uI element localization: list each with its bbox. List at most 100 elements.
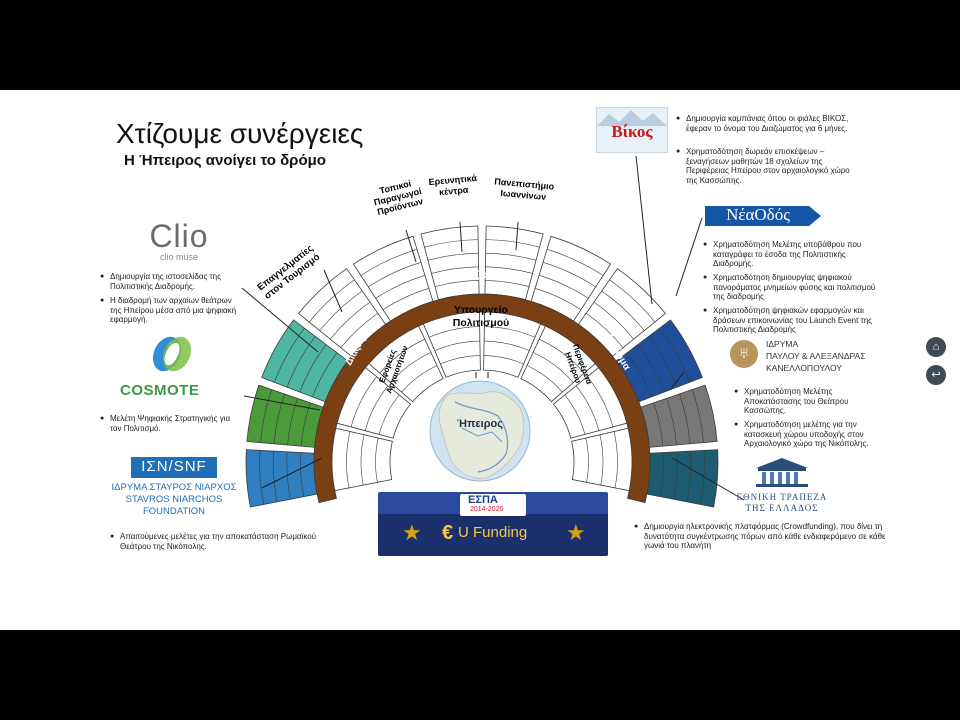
upper-seat-row xyxy=(485,280,530,287)
upper-seat-row xyxy=(637,344,665,393)
nbg-logo-line2: ΤΗΣ ΕΛΛΑΔΟΣ xyxy=(745,503,819,513)
upper-seat-row xyxy=(368,262,422,288)
lower-seat-row xyxy=(346,431,351,488)
lower-seat-row xyxy=(390,352,431,383)
kanellopoulos-logo-line1: ΙΔΡΥΜΑ xyxy=(766,339,799,349)
theatre-seating xyxy=(245,225,719,508)
upper-seat-row xyxy=(659,452,664,497)
neaodos-bullet-1: Χρηματοδότηση Μελέτης υποβάθρου που κατα… xyxy=(703,240,883,269)
upper-seat-row xyxy=(340,312,379,348)
back-icon[interactable]: ↩ xyxy=(926,365,946,385)
espa-banner: ΕΣΠΑ 2014-2020 ★ ★ € U Funding xyxy=(378,492,608,556)
upper-seat-row xyxy=(375,275,426,299)
upper-seat-row xyxy=(434,280,479,287)
upper-seat-row xyxy=(538,275,589,299)
lower-seat-row xyxy=(599,434,604,486)
lower-seat-row xyxy=(378,394,400,435)
upper-seat-row xyxy=(308,279,355,323)
section-label-tourism: Επαγγελματίεςστον Τουρισμό xyxy=(255,243,322,302)
snf-logo-text: ΙΣΝ/SNF xyxy=(141,458,207,475)
lower-seat-row xyxy=(564,394,586,435)
neaodos-logo-text: ΝέαΟδός xyxy=(726,205,790,224)
espa-logo-text: ΕΣΠΑ xyxy=(468,494,498,506)
section-label-research-line1: Ερευνητικά xyxy=(428,173,478,187)
clio-logo-sub: clio muse xyxy=(159,252,198,262)
lower-seating-wedge xyxy=(571,427,633,492)
clio-bullet-1: Δημιουργία της ιστοσελίδας της Πολιτιστι… xyxy=(100,272,238,291)
lower-seating-wedge xyxy=(336,367,412,439)
snf-logo-box xyxy=(131,457,217,478)
snf-logo-line3: FOUNDATION xyxy=(142,506,206,517)
lower-seating-wedge xyxy=(331,427,393,492)
snf-logo-line1: ΙΔΡΥΜΑ ΣΤΑΥΡΟΣ ΝΙΑΡΧΟΣ xyxy=(111,482,237,493)
upper-seat-row xyxy=(673,451,678,500)
connector-tourism xyxy=(323,269,343,313)
upper-seat-row xyxy=(626,352,652,398)
espa-years: 2014-2020 xyxy=(470,506,504,513)
lower-seating-wedge xyxy=(552,367,628,439)
nbg-building-icon xyxy=(756,458,808,487)
lower-seat-row xyxy=(434,340,480,351)
snf-logo-line2: STAVROS NIARCHOS xyxy=(125,494,223,505)
upper-seat-row xyxy=(272,451,278,502)
upper-seat-row xyxy=(546,249,604,276)
clio-logo: Clio clio muse xyxy=(138,220,220,262)
upper-seat-row xyxy=(312,352,338,398)
connector-producers xyxy=(405,229,417,263)
section-label-university: ΠανεπιστήμιοΙωαννίνων xyxy=(493,176,555,202)
upper-seating-wedge xyxy=(484,225,544,301)
diazoma-top-label: Διάζωμα xyxy=(459,270,501,281)
eu-star-right: ★ xyxy=(566,520,586,545)
lower-seat-row xyxy=(539,338,585,374)
lower-seat-row xyxy=(587,376,614,428)
kanellopoulos-logo-icon: ♅ xyxy=(730,340,758,368)
theatre-diagram: Επαγγελματίεςστον Τουρισμό ΤοπικοίΠαραγω… xyxy=(241,155,745,508)
clio-bullet-2: Η διαδρομή των αρχαίων θεάτρων της Ηπείρ… xyxy=(100,296,240,325)
lower-seat-row xyxy=(364,385,389,431)
upper-seat-row xyxy=(431,266,479,274)
upper-seating-wedge xyxy=(420,225,480,301)
connector-lines xyxy=(241,155,745,501)
lower-seat-row xyxy=(440,355,481,365)
cosmote-logo-icon xyxy=(152,336,192,372)
upper-seat-row xyxy=(601,290,645,331)
kanellopoulos-logo-line2: ΠΑΥΛΟΥ & ΑΛΕΞΑΝΔΡΑΣ xyxy=(766,351,866,361)
section-label-research-line2: κέντρα xyxy=(439,185,469,198)
eu-euro-icon: € xyxy=(442,522,454,544)
upper-seat-row xyxy=(679,393,691,444)
cosmote-logo-text: COSMOTE xyxy=(120,382,200,399)
connector-university xyxy=(515,221,519,251)
ministry-label-line2: Πολιτισμού xyxy=(453,317,510,329)
slide-title: Χτίζουμε συνέργειες xyxy=(116,118,364,149)
connector-vikos xyxy=(635,155,653,305)
upper-seat-row xyxy=(274,327,305,383)
lower-seat-row xyxy=(375,437,379,483)
home-icon[interactable]: ⌂ xyxy=(926,337,946,357)
upper-seat-row xyxy=(691,389,704,443)
upper-seat-row xyxy=(286,336,316,388)
neaodos-bullet-3: Χρηματοδότηση ψηφιακών εφαρμογών και δρά… xyxy=(703,306,889,335)
upper-seat-row xyxy=(259,450,264,505)
lower-seat-row xyxy=(401,365,438,393)
upper-seat-row xyxy=(424,239,479,248)
connector-nbg xyxy=(671,457,745,501)
upper-seat-row xyxy=(653,402,664,447)
upper-seat-row xyxy=(300,452,305,497)
neaodos-bullet-2: Χρηματοδότηση δημιουργίας ψηφιακού πανορ… xyxy=(703,273,883,302)
lower-seat-row xyxy=(613,431,618,488)
map-label: Ήπειρος xyxy=(457,418,503,430)
connector-cosmote xyxy=(243,395,321,411)
nbg-logo-line1: ΕΘΝΙΚΗ ΤΡΑΠΕΖΑ xyxy=(736,492,828,502)
lower-seat-row xyxy=(484,326,536,338)
upper-seat-row xyxy=(485,266,533,274)
ministry-label-line1: Υπουργείο xyxy=(454,304,508,316)
nbg-bullet-1: Δημιουργία ηλεκτρονικής πλατφόρμας (Crow… xyxy=(634,522,892,551)
connector-clio xyxy=(241,287,319,353)
upper-seat-row xyxy=(585,312,624,348)
lower-seat-row xyxy=(575,385,600,431)
neaodos-logo-shape xyxy=(705,206,821,226)
upper-seat-row xyxy=(593,301,634,340)
upper-seat-row xyxy=(300,402,311,447)
lower-seating-wedge xyxy=(368,325,444,403)
vikos-bullet-2: Χρηματοδότηση δωρεάν επισκέψεων – ξεναγή… xyxy=(676,147,862,185)
